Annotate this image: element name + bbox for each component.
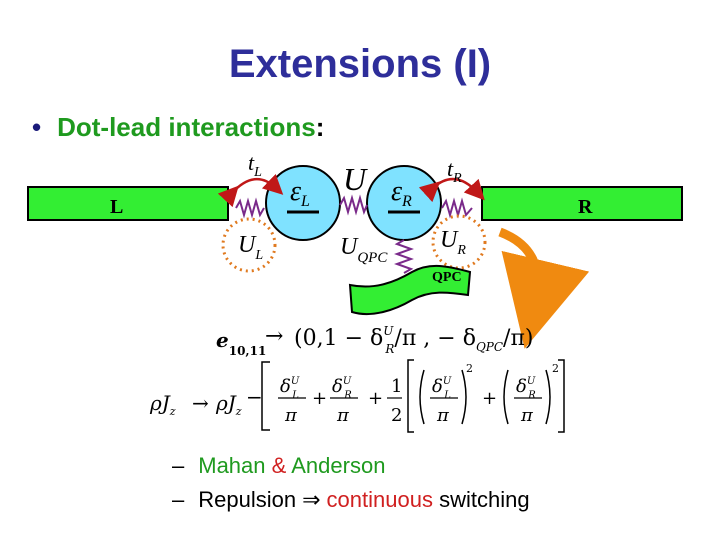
svg-text:δUL: δUL: [432, 376, 452, 401]
u-qpc-label: UQPC: [340, 234, 388, 266]
t-right-label: tR: [447, 156, 462, 186]
hop-arrow-right: [418, 178, 485, 203]
u-right-label: UR: [440, 227, 466, 258]
spring-right: [441, 197, 473, 219]
svg-text:π: π: [336, 405, 350, 426]
svg-text:+: +: [312, 388, 327, 409]
spring-qpc: [394, 239, 414, 274]
sub-bullet-mahan: –Mahan & Anderson: [172, 453, 385, 479]
sub-bullet-repulsion: –Repulsion⇒continuous switching: [172, 487, 530, 513]
svg-text:(0,1 − δUR/π , − δQPC/π): (0,1 − δUR/π , − δQPC/π): [294, 324, 534, 356]
svg-text:δUR: δUR: [332, 376, 352, 401]
bullet-dot-icon: •: [32, 112, 42, 142]
bullet-dot-lead: • Dot-lead interactions:: [32, 112, 324, 143]
svg-text:2: 2: [391, 405, 402, 426]
svg-text:δUR: δUR: [516, 376, 536, 401]
switching-text: switching: [439, 487, 530, 512]
svg-text:2: 2: [466, 362, 473, 375]
svg-text:→: →: [192, 391, 209, 415]
t-left-label: tL: [248, 150, 262, 180]
lead-right: [481, 186, 683, 221]
coupling-circle-right: [431, 214, 487, 270]
svg-text:δUL: δUL: [280, 376, 300, 401]
implies-icon: ⇒: [302, 488, 321, 513]
slide-title: Extensions (I): [228, 42, 492, 86]
spring-left: [235, 197, 265, 219]
hop-arrow-left: [217, 173, 284, 208]
eps-right: εR: [391, 176, 412, 210]
qpc-shape: [348, 265, 472, 316]
bullet-colon: :: [315, 112, 325, 142]
lead-left-label: L: [110, 196, 123, 218]
u-left-label: UL: [238, 232, 263, 263]
dash-icon: –: [172, 487, 185, 512]
lead-right-label: R: [578, 196, 593, 218]
continuous-text: continuous: [326, 487, 433, 512]
svg-text:+: +: [368, 388, 383, 409]
spring-dot-dot: [339, 194, 368, 216]
svg-text:ρJz: ρJz: [215, 391, 242, 418]
svg-text:1: 1: [391, 376, 402, 397]
svg-text:2: 2: [552, 362, 559, 375]
ampersand: &: [271, 453, 287, 478]
u-dot-label: U: [343, 161, 368, 197]
lead-left: [27, 186, 229, 221]
svg-text:ρJz: ρJz: [149, 391, 176, 418]
svg-text:e10,11: e10,11: [216, 328, 266, 358]
anderson-text: Anderson: [291, 453, 386, 478]
mahan-text: Mahan: [198, 453, 266, 478]
svg-text:−: −: [246, 385, 263, 409]
coupling-circle-left: [221, 217, 277, 273]
svg-text:→: →: [265, 324, 283, 349]
dash-icon: –: [172, 453, 185, 478]
qpc-label: QPC: [432, 270, 462, 285]
svg-text:π: π: [436, 405, 450, 426]
bullet-text: Dot-lead interactions: [57, 112, 316, 142]
svg-text:+: +: [482, 388, 497, 409]
qpc-orange-arrow: [498, 227, 590, 349]
svg-text:π: π: [520, 405, 534, 426]
repulsion-text: Repulsion: [198, 487, 297, 512]
svg-text:π: π: [284, 405, 298, 426]
eps-left: εL: [290, 176, 310, 210]
